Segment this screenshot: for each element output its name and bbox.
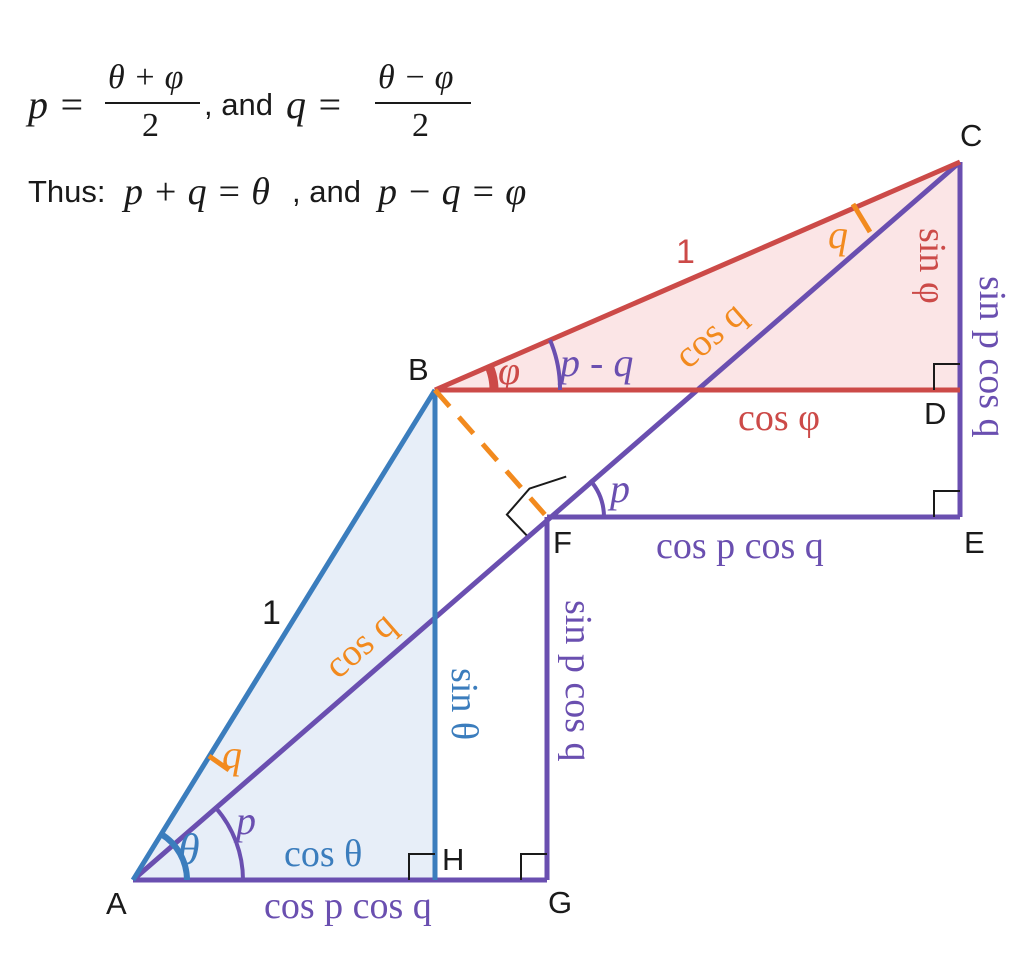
label-one-ab: 1 xyxy=(262,594,281,632)
purple-segments xyxy=(131,160,963,883)
point-f: F xyxy=(553,525,572,560)
angle-label-p-f: p xyxy=(607,466,630,511)
arc-theta xyxy=(159,831,190,881)
angle-label-p-a: p xyxy=(233,798,256,843)
formula-and-1: , and xyxy=(204,87,273,122)
point-h: H xyxy=(442,842,464,877)
angle-label-q-a: q xyxy=(222,732,242,777)
arc-phi xyxy=(484,364,499,391)
red-segments xyxy=(434,159,961,393)
label-cos-phi: cos φ xyxy=(738,397,820,439)
label-cos-p-cos-q-ag: cos p cos q xyxy=(264,885,432,927)
label-cos-p-cos-q-fe: cos p cos q xyxy=(656,525,824,567)
segment-ac xyxy=(131,160,962,882)
point-g: G xyxy=(548,885,572,920)
formulas: p = θ + φ 2 , and q = θ − φ 2 Thus: p + … xyxy=(25,59,526,213)
formula-p-num: θ + φ xyxy=(108,59,183,96)
right-angle-e xyxy=(933,490,960,517)
label-sin-p-cos-q-fg: sin p cos q xyxy=(557,600,599,762)
point-labels: A B C D E F G H xyxy=(106,118,985,921)
angle-label-theta: θ xyxy=(178,825,200,874)
arc-p-minus-q xyxy=(548,339,563,391)
label-cos-theta: cos θ xyxy=(284,833,362,875)
formula-p-lhs: p = xyxy=(25,82,85,127)
right-angle-h xyxy=(408,853,435,880)
label-sin-p-cos-q-ce: sin p cos q xyxy=(971,276,1013,438)
arc-p-f xyxy=(588,478,606,518)
point-d: D xyxy=(924,396,946,431)
point-a: A xyxy=(106,886,127,921)
right-angle-markers xyxy=(408,363,960,880)
angle-label-q-c: q xyxy=(828,212,848,257)
right-angle-g xyxy=(520,853,547,880)
arc-p-a xyxy=(214,806,245,881)
label-sin-theta: sin θ xyxy=(443,668,485,740)
formula-q-den: 2 xyxy=(412,107,429,144)
point-c: C xyxy=(960,118,982,153)
right-angle-f xyxy=(505,475,567,536)
segment-ab xyxy=(130,388,438,882)
right-angle-d xyxy=(933,363,960,390)
point-b: B xyxy=(408,352,429,387)
point-e: E xyxy=(964,525,985,560)
angle-labels: θ p q φ p - q q p xyxy=(178,212,848,874)
blue-segments xyxy=(130,388,438,882)
segment-bc xyxy=(434,159,961,393)
formula-diff: p − q = φ xyxy=(375,171,526,213)
arc-q-c xyxy=(850,202,873,234)
angle-arcs xyxy=(159,202,873,881)
formula-p-den: 2 xyxy=(142,107,159,144)
arc-q-a xyxy=(207,753,231,773)
formula-q-num: θ − φ xyxy=(378,59,453,96)
formula-q-lhs: q = xyxy=(286,82,343,127)
label-sin-phi: sin φ xyxy=(911,228,953,304)
formula-and-2: , and xyxy=(292,174,361,209)
segment-bf-dashed xyxy=(433,388,549,519)
angle-label-p-minus-q: p - q xyxy=(557,340,633,385)
label-one-bc: 1 xyxy=(676,233,695,271)
angle-label-phi: φ xyxy=(498,348,520,393)
formula-sum: p + q = θ xyxy=(121,171,270,213)
formula-thus: Thus: xyxy=(28,174,106,209)
